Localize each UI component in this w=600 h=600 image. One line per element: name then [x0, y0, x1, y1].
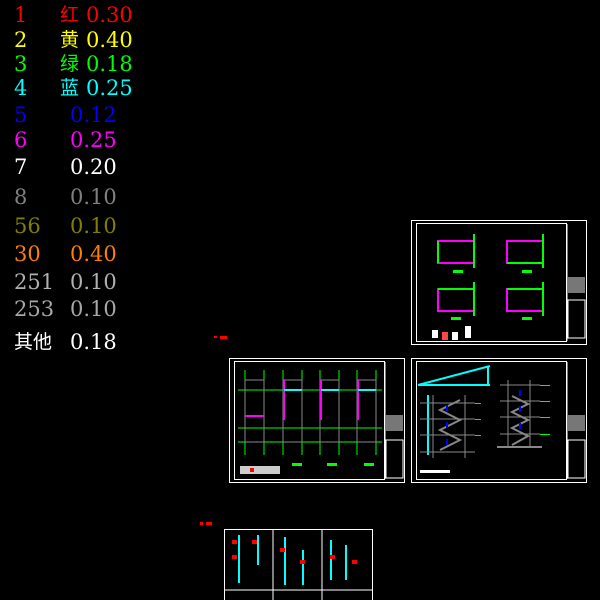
legend-row: 253 0.10	[0, 296, 140, 322]
pen-width: 0.25	[70, 128, 117, 152]
legend-row: 1 红 0.30	[0, 2, 140, 28]
pen-width: 0.25	[86, 76, 133, 100]
legend-row: 2 黄 0.40	[0, 27, 140, 53]
color-index: 253	[14, 297, 55, 321]
color-index: 7	[14, 155, 28, 179]
red-marker	[214, 336, 217, 338]
color-name: 蓝	[60, 77, 80, 99]
color-index: 8	[14, 185, 28, 209]
color-index: 2	[14, 28, 28, 52]
pen-width: 0.40	[70, 242, 117, 266]
color-index: 4	[14, 76, 28, 100]
legend-row: 251 0.10	[0, 269, 140, 295]
color-index: 1	[14, 3, 28, 27]
drawing-sheet-framing[interactable]	[229, 358, 405, 483]
pen-width: 0.40	[86, 28, 133, 52]
drawing-sheet-stair-sections[interactable]	[411, 358, 587, 483]
color-index: 56	[14, 214, 41, 238]
color-name: 绿	[60, 53, 80, 75]
color-index: 其他	[14, 331, 53, 353]
pen-width: 0.30	[86, 3, 133, 27]
legend-row: 3 绿 0.18	[0, 51, 140, 77]
color-name: 红	[60, 4, 80, 26]
color-index: 6	[14, 128, 28, 152]
pen-width: 0.10	[70, 214, 117, 238]
pen-width: 0.18	[86, 52, 133, 76]
legend-row: 其他 0.18	[0, 329, 140, 355]
legend-row: 4 蓝 0.25	[0, 75, 140, 101]
drawing-sheet-plans[interactable]	[411, 220, 587, 345]
pen-width: 0.10	[70, 297, 117, 321]
color-name: 黄	[60, 29, 80, 51]
color-index: 5	[14, 103, 28, 127]
color-index: 3	[14, 52, 28, 76]
pen-width: 0.10	[70, 185, 117, 209]
drawing-sheet-details[interactable]	[224, 529, 373, 600]
red-marker	[206, 522, 212, 525]
color-index: 251	[14, 270, 55, 294]
pen-width: 0.10	[70, 270, 117, 294]
pen-width: 0.20	[70, 155, 117, 179]
red-marker	[200, 522, 203, 525]
red-marker	[220, 336, 227, 339]
pen-width: 0.12	[70, 103, 117, 127]
pen-width: 0.18	[70, 330, 117, 354]
color-index: 30	[14, 242, 41, 266]
